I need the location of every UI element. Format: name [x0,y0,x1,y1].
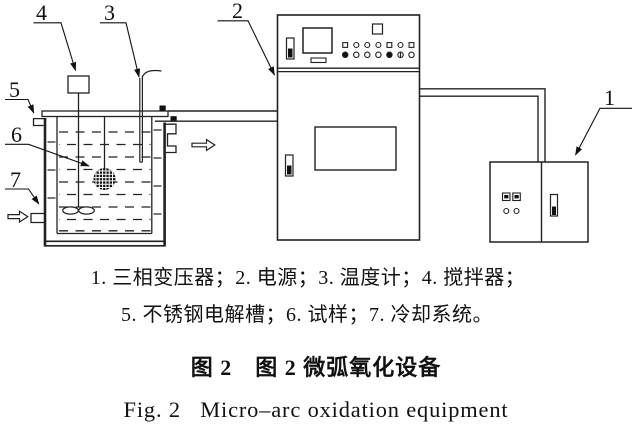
label-thermometer: 3 [104,0,115,25]
button-row-2 [341,51,415,59]
outlet-stub [164,123,177,154]
jacket-water [47,129,162,215]
thermometer [139,69,162,163]
cabinet-slot [284,154,294,177]
tank-lid [41,110,169,118]
outer-jacket [30,117,177,247]
panel-slot [285,37,295,60]
transformer-box [489,161,589,243]
meter-2 [512,192,521,202]
meter-1 [501,192,511,202]
label-sample: 6 [11,122,22,147]
stirrer [62,75,95,215]
flow-arrow-in [7,210,29,224]
inner-vessel [56,116,153,235]
button-row-1 [342,41,415,49]
caption-english: Fig. 2 Micro–arc oxidation equipment [123,397,509,422]
label-stirrer: 4 [36,0,47,25]
flow-arrow-out [191,138,216,152]
stirrer-motor [67,75,90,94]
power-button [371,23,384,35]
terminal-2 [170,116,177,122]
sample [93,116,116,190]
terminal-1 [159,105,166,111]
wires-to-transformer [419,88,546,162]
label-leaders [5,20,632,205]
label-power: 2 [232,0,243,23]
label-tank: 5 [9,77,20,102]
label-cooling: 7 [10,167,21,192]
equipment-diagram: 4 3 2 5 6 7 1 [5,0,632,247]
display-screen [302,27,333,54]
caption-chinese: 图 2 图 2 微弧氧化设备 [190,355,442,380]
label-transformer: 1 [604,85,615,110]
power-supply-cabinet [276,14,421,241]
inlet-stub [30,212,45,224]
cabinet-window [314,126,397,171]
legend-line-1: 1. 三相变压器；2. 电源；3. 温度计；4. 搅拌器； [90,267,526,289]
legend-line-2: 5. 不锈钢电解槽；6. 试样；7. 冷却系统。 [121,304,493,326]
electrolytic-tank [30,105,278,247]
transformer-slot [549,193,559,217]
